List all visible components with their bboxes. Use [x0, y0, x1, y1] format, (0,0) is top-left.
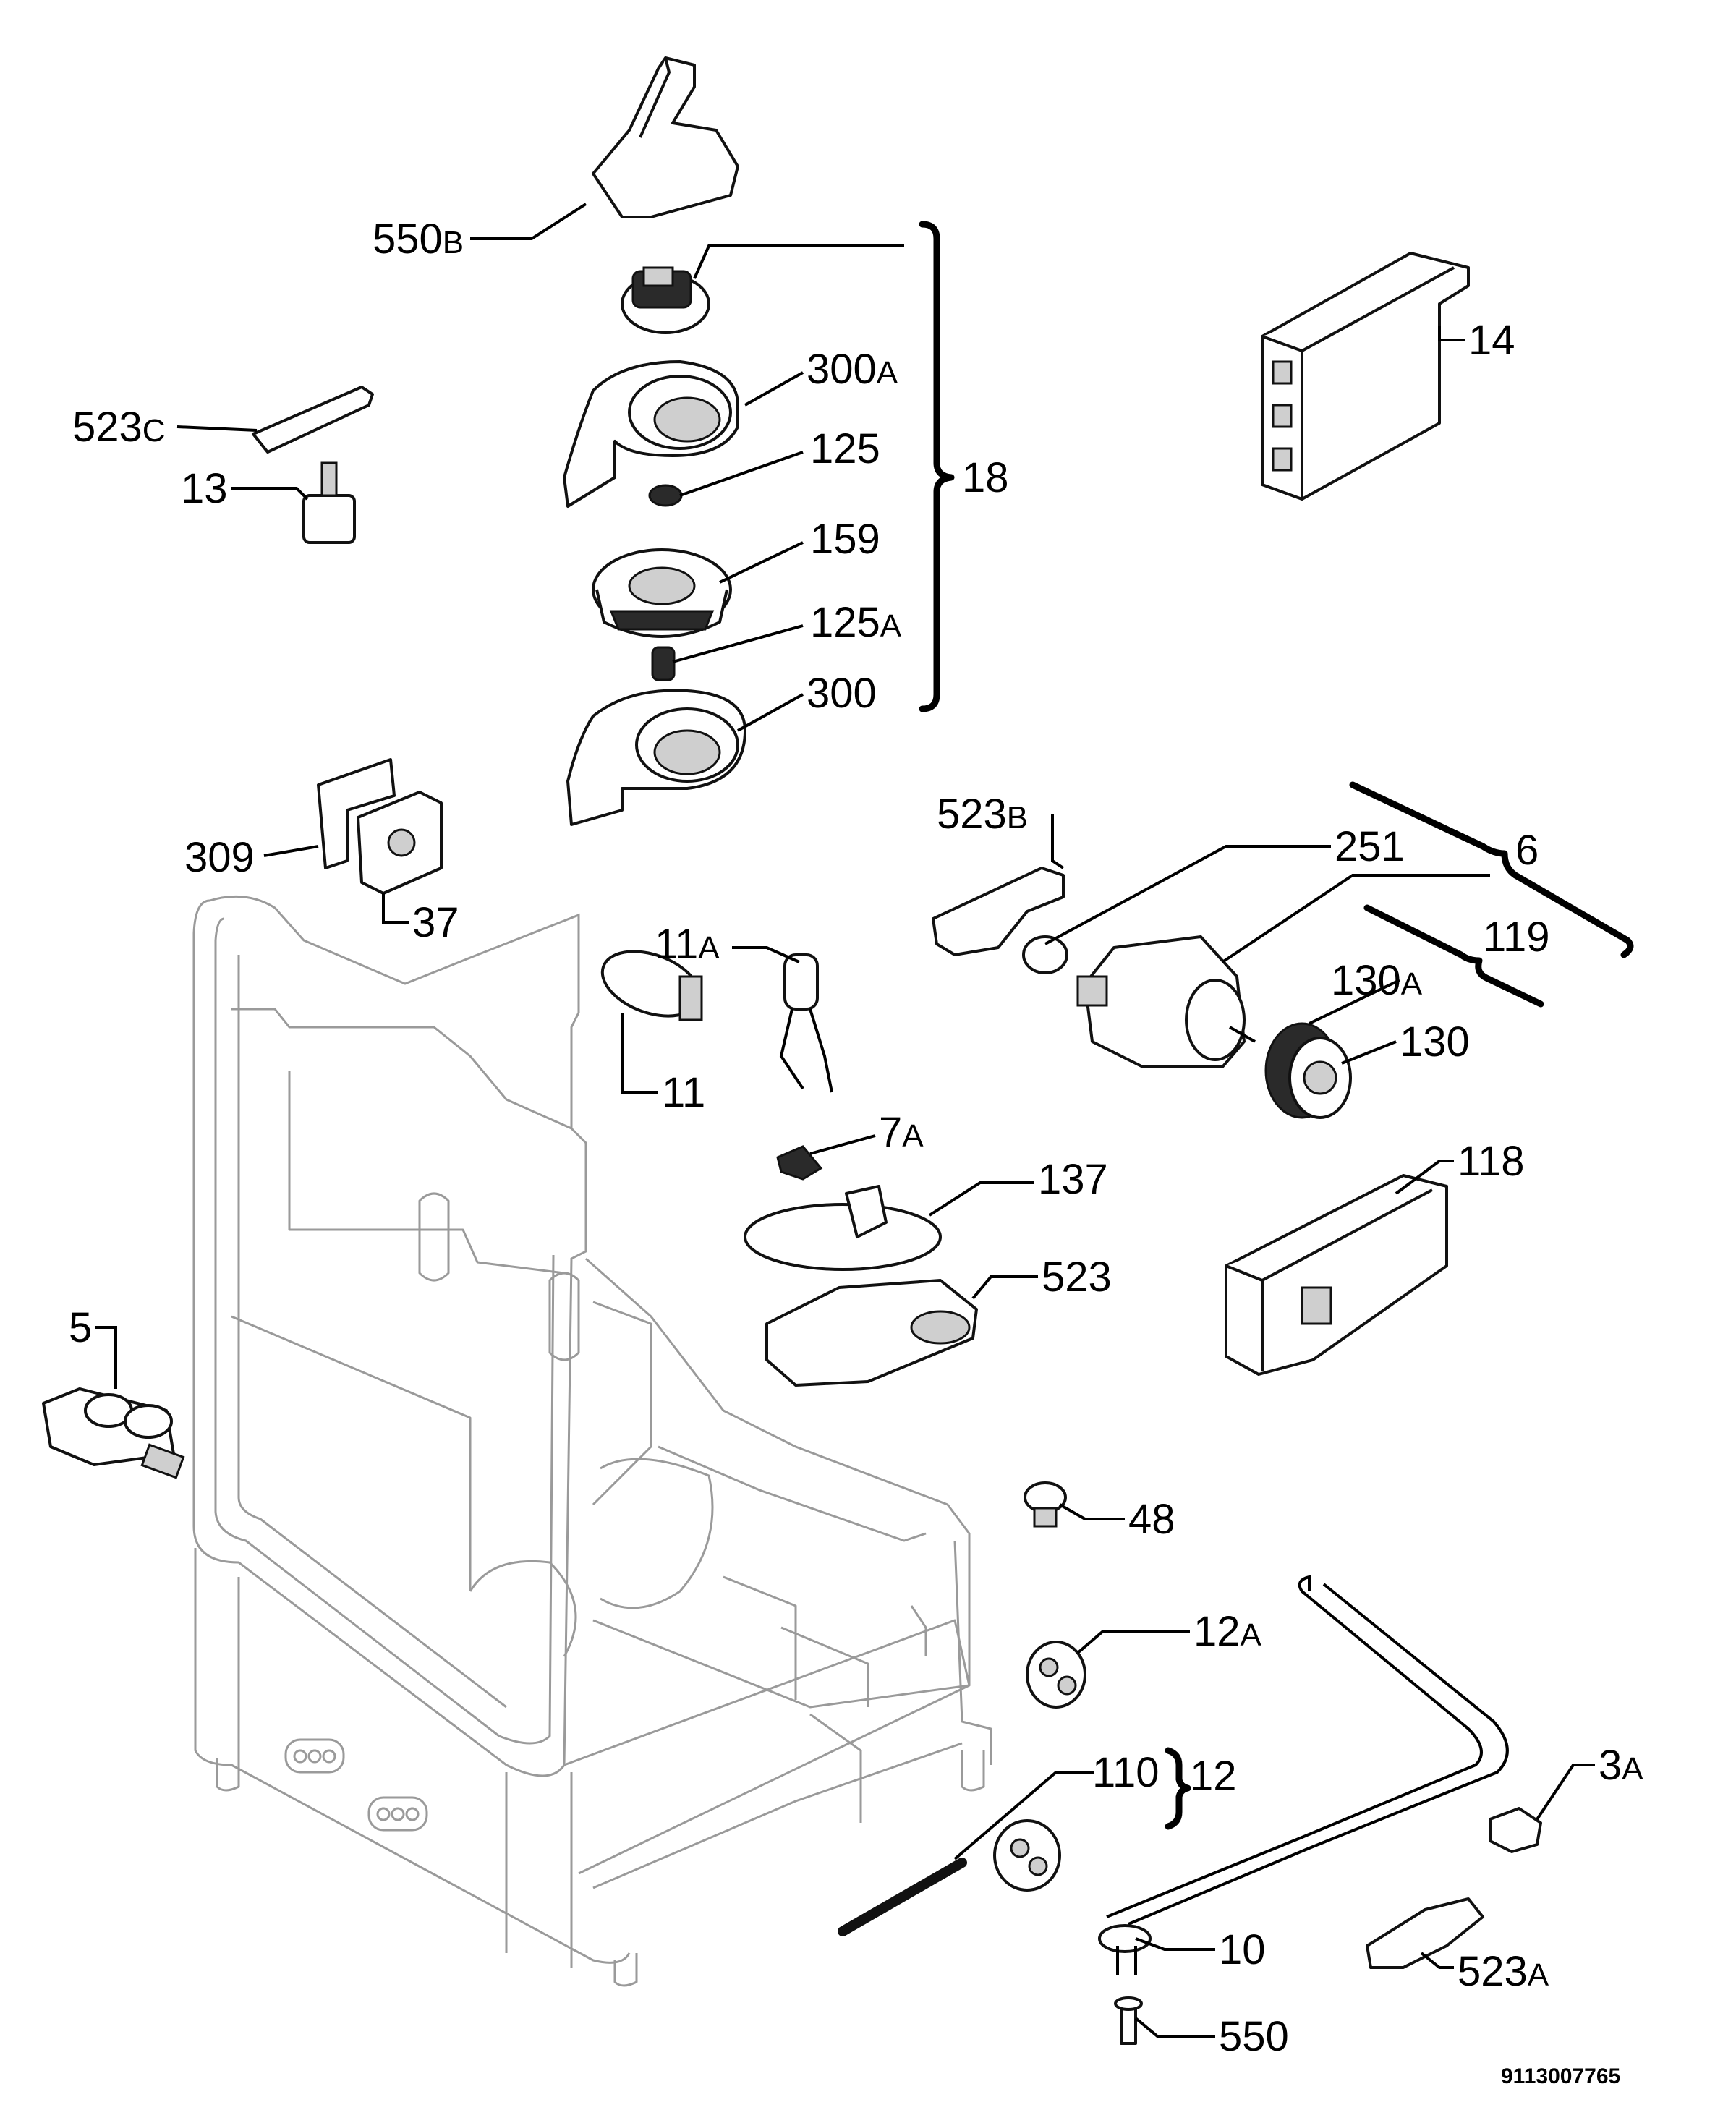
- water-softener-118: [1225, 1174, 1448, 1376]
- callout-523c: 523C: [72, 404, 166, 451]
- bracket-523b: [932, 867, 1065, 956]
- callout-130a: 130A: [1331, 957, 1423, 1004]
- air-duct-cover-550b: [592, 56, 739, 218]
- callout-6: 6: [1515, 827, 1539, 874]
- callout-118: 118: [1458, 1138, 1524, 1185]
- callout-159: 159: [810, 516, 880, 563]
- relay-37: [357, 791, 443, 895]
- callout-18: 18: [962, 454, 1009, 501]
- callout-550: 550: [1219, 2013, 1289, 2060]
- electronic-module-14: [1261, 252, 1470, 501]
- callout-137: 137: [1038, 1156, 1108, 1203]
- callout-300a: 300A: [807, 346, 898, 393]
- callout-125a: 125A: [810, 599, 902, 646]
- brace-119: [1363, 904, 1544, 1008]
- bracket-309: [317, 758, 396, 869]
- capacitor-11: [600, 950, 703, 1021]
- spring-125a: [651, 646, 676, 681]
- callout-5: 5: [69, 1304, 92, 1351]
- sump-523: [765, 1279, 978, 1387]
- callout-110: 110: [1092, 1749, 1159, 1796]
- bracket-523a: [1366, 1897, 1484, 1969]
- bracket-523c: [252, 386, 374, 454]
- callout-130: 130: [1400, 1018, 1470, 1065]
- callout-300: 300: [807, 670, 877, 717]
- callout-14: 14: [1468, 317, 1515, 364]
- callout-523a: 523A: [1458, 1948, 1549, 1995]
- heating-element-10: [1098, 1575, 1509, 1975]
- brace-18: [919, 221, 955, 712]
- fan-motor: [621, 266, 710, 334]
- callout-48: 48: [1128, 1496, 1175, 1543]
- callout-12a: 12A: [1194, 1608, 1262, 1655]
- thermostat-7a: [776, 1145, 823, 1181]
- callout-251: 251: [1335, 823, 1405, 870]
- clip-3a: [1489, 1807, 1542, 1853]
- switch-13: [302, 461, 356, 544]
- callout-119: 119: [1483, 914, 1549, 961]
- callout-523b: 523B: [937, 791, 1028, 838]
- callout-3a: 3A: [1599, 1742, 1643, 1789]
- pump-impeller-130: [1264, 1022, 1352, 1119]
- grommet-251: [1022, 935, 1068, 974]
- leader-lines: [95, 203, 1595, 2038]
- callout-11a: 11A: [655, 921, 720, 968]
- sensor-48: [1024, 1481, 1067, 1528]
- callout-125: 125: [810, 425, 880, 472]
- fan-housing-upper-300a: [563, 360, 739, 508]
- inlet-valve-5: [42, 1387, 185, 1479]
- pressure-switch-12a: [1026, 1641, 1086, 1709]
- callout-550b: 550B: [373, 216, 464, 263]
- wire-assembly-11a: [779, 953, 833, 1093]
- pressure-switch-12: [838, 1819, 1061, 1936]
- dishwasher-frame: [192, 895, 992, 1987]
- screw-550: [1114, 1996, 1143, 2045]
- callout-523: 523: [1042, 1254, 1112, 1301]
- callout-37: 37: [412, 899, 459, 946]
- brace-12: [1165, 1747, 1191, 1830]
- fan-housing-lower-300: [566, 689, 746, 826]
- callout-10: 10: [1219, 1926, 1266, 1973]
- callout-11: 11: [662, 1069, 705, 1116]
- document-number: 9113007765: [1501, 2064, 1620, 2088]
- callout-13: 13: [181, 465, 228, 512]
- brace-6: [1349, 781, 1634, 958]
- fan-impeller-159: [592, 548, 732, 638]
- circulation-pump-motor: [1076, 935, 1256, 1068]
- callout-7a: 7A: [879, 1109, 924, 1156]
- callout-309: 309: [184, 834, 255, 881]
- bearing-125: [648, 484, 683, 507]
- callout-12: 12: [1190, 1753, 1237, 1800]
- spray-arm-137: [744, 1185, 942, 1271]
